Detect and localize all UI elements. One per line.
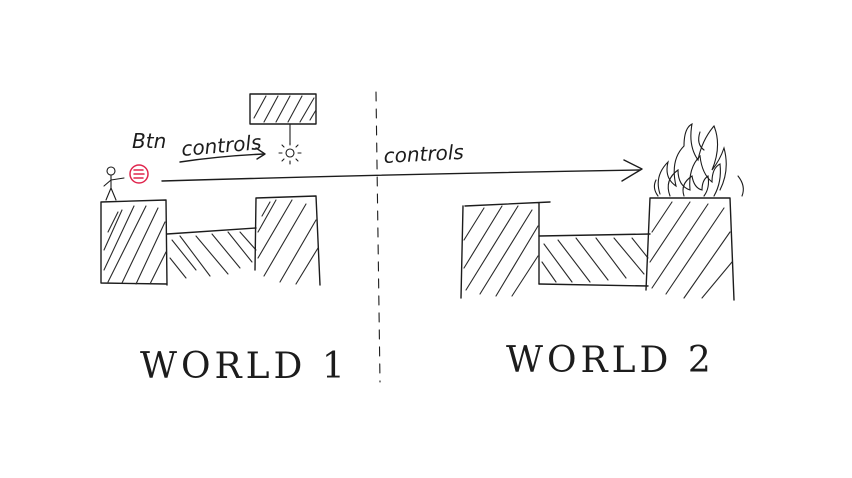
world-1-middle-block <box>166 227 257 279</box>
arrow-1-label: controls <box>180 130 262 161</box>
world-2-right-block <box>645 197 735 301</box>
button-icon <box>129 164 149 184</box>
button-label: Btn <box>132 129 166 153</box>
lamp-ceiling-block <box>249 93 317 125</box>
arrow-button-to-lamp <box>179 147 266 163</box>
stick-figure-icon <box>103 166 125 201</box>
world-divider <box>375 91 381 383</box>
world-1-right-block <box>254 195 321 286</box>
arrow-across-worlds <box>161 159 643 182</box>
world-1-label: WORLD 1 <box>140 346 349 387</box>
world-2-middle-block <box>538 233 651 287</box>
world-2-left-block <box>460 201 551 299</box>
world-2-label: WORLD 2 <box>506 340 715 381</box>
world-1-group: Btn controls WORLD 1 <box>100 93 349 387</box>
world-2-group: WORLD 2 <box>460 123 744 381</box>
arrow-2-label: controls <box>383 140 464 168</box>
fire-icon <box>653 123 744 197</box>
lamp-icon <box>278 123 302 165</box>
world-1-left-block <box>100 199 168 286</box>
